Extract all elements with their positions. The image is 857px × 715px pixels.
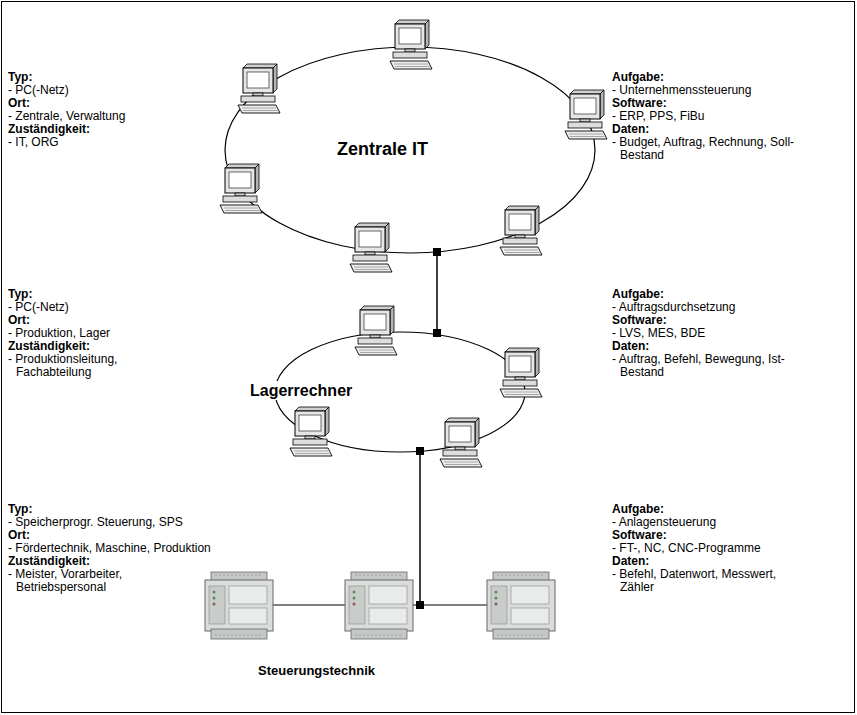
- field-heading: Zuständigkeit:: [8, 123, 208, 136]
- field-value: - Zentrale, Verwaltung: [8, 110, 208, 123]
- network-link: [416, 447, 424, 609]
- network-link: [433, 248, 441, 337]
- link-line: [419, 451, 421, 605]
- pc-icon: [440, 418, 482, 467]
- field-value: - Meister, Vorarbeiter, Betriebspersonal: [8, 568, 168, 594]
- field-value: - LVS, MES, BDE: [612, 327, 802, 340]
- field-value: - FT-, NC, CNC-Programme: [612, 542, 794, 555]
- field-value: - Speicherprogr. Steuerung, SPS: [8, 516, 238, 529]
- field-heading: Software:: [612, 314, 802, 327]
- field-value: - Budget, Auftrag, Rechnung, Soll-Bestan…: [612, 136, 802, 162]
- plc-icon: [205, 572, 273, 639]
- field-value: - Produktionsleitung, Fachabteilung: [8, 353, 168, 379]
- field-heading: Daten:: [612, 123, 802, 136]
- field-value: - ERP, PPS, FiBu: [612, 110, 802, 123]
- field-heading: Zuständigkeit:: [8, 340, 168, 353]
- field-heading: Typ:: [8, 71, 208, 84]
- field-value: - Auftragsdurchsetzung: [612, 301, 802, 314]
- network-zone: Zentrale IT: [225, 47, 595, 252]
- plc-icon: [345, 572, 413, 639]
- info-block: Typ:- PC(-Netz)Ort:- Zentrale, Verwaltun…: [8, 71, 208, 149]
- plc-icon: [487, 572, 555, 639]
- info-block: Aufgabe:- AuftragsdurchsetzungSoftware:-…: [612, 288, 802, 379]
- junction-mark: [416, 601, 424, 609]
- field-heading: Aufgabe:: [612, 503, 794, 516]
- pc-icon: [238, 64, 280, 113]
- zone-title: Steuerungstechnik: [258, 663, 375, 679]
- field-value: - IT, ORG: [8, 136, 208, 149]
- field-heading: Ort:: [8, 314, 168, 327]
- pc-icon: [565, 90, 607, 139]
- field-heading: Ort:: [8, 529, 238, 542]
- field-value: - Befehl, Datenwort, Messwert, Zähler: [612, 568, 794, 594]
- zone-title: Zentrale IT: [337, 139, 428, 161]
- pc-icon: [355, 306, 397, 355]
- field-value: - Unternehmenssteuerung: [612, 84, 802, 97]
- pc-icon: [500, 206, 542, 255]
- field-heading: Typ:: [8, 288, 168, 301]
- field-heading: Software:: [612, 97, 802, 110]
- field-value: - Fördertechnik, Maschine, Produktion: [8, 542, 238, 555]
- pc-icon: [290, 407, 332, 456]
- network-zone: Steuerungstechnik: [205, 605, 555, 690]
- ring-network: [225, 47, 595, 253]
- info-block: Aufgabe:- UnternehmenssteuerungSoftware:…: [612, 71, 802, 162]
- junction-mark: [433, 329, 441, 337]
- field-value: - Produktion, Lager: [8, 327, 168, 340]
- info-block: Typ:- PC(-Netz)Ort:- Produktion, LagerZu…: [8, 288, 168, 379]
- pc-icon: [500, 348, 542, 397]
- field-heading: Zuständigkeit:: [8, 555, 238, 568]
- info-block: Aufgabe:- AnlagensteuerungSoftware:- FT-…: [612, 503, 794, 594]
- field-heading: Aufgabe:: [612, 71, 802, 84]
- field-heading: Daten:: [612, 340, 802, 353]
- field-heading: Typ:: [8, 503, 238, 516]
- pc-icon: [390, 20, 432, 69]
- field-value: - Anlagensteuerung: [612, 516, 794, 529]
- field-heading: Software:: [612, 529, 794, 542]
- junction-mark: [416, 447, 424, 455]
- field-value: - PC(-Netz): [8, 84, 208, 97]
- field-heading: Ort:: [8, 97, 208, 110]
- network-zone: Lagerrechner: [275, 333, 525, 451]
- field-heading: Aufgabe:: [612, 288, 802, 301]
- field-heading: Daten:: [612, 555, 794, 568]
- field-value: - PC(-Netz): [8, 301, 168, 314]
- field-value: - Auftrag, Befehl, Bewegung, Ist-Bestand: [612, 353, 802, 379]
- info-block: Typ:- Speicherprogr. Steuerung, SPSOrt:-…: [8, 503, 238, 594]
- pc-icon: [350, 223, 392, 272]
- zone-title: Lagerrechner: [248, 381, 354, 400]
- junction-mark: [433, 248, 441, 256]
- link-line: [436, 252, 438, 333]
- pc-icon: [220, 164, 262, 213]
